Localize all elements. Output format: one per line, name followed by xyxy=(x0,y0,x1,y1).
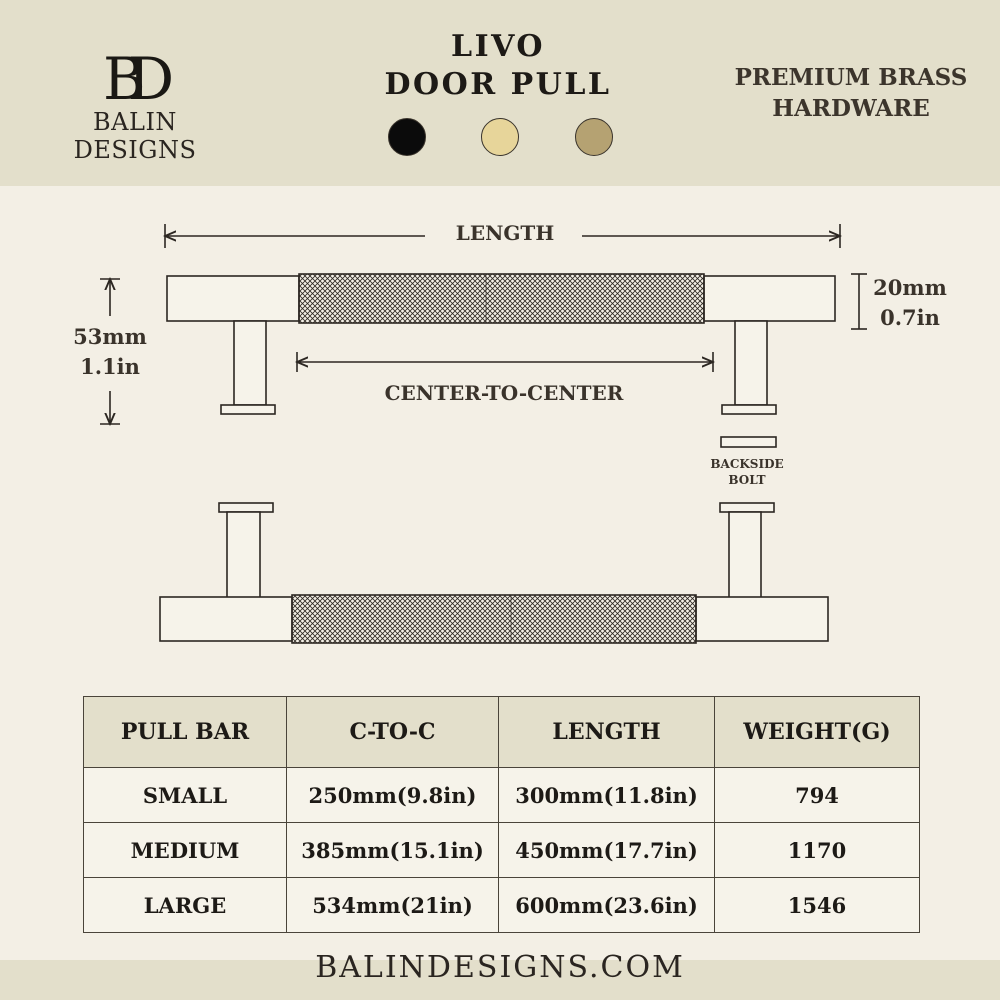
lower-end-cap-left xyxy=(159,596,293,642)
cell-size: SMALL xyxy=(83,767,287,823)
length-label: LENGTH xyxy=(456,221,554,245)
height-mm-label: 53mm xyxy=(73,324,147,349)
title-line-1: LIVO xyxy=(450,29,545,64)
lower-post-cap-left xyxy=(218,502,274,513)
cell-c-to-c: 250mm(9.8in) xyxy=(286,767,499,823)
table-row: MEDIUM 385mm(15.1in) 450mm(17.7in) 1170 xyxy=(83,822,920,878)
header-pull-bar: PULL BAR xyxy=(83,696,287,768)
cell-weight: 1546 xyxy=(714,877,920,933)
post-right xyxy=(734,320,768,406)
pull-side-view xyxy=(166,273,836,415)
tagline-line-2: HARDWARE xyxy=(772,95,930,122)
header-c-to-c: C-TO-C xyxy=(286,696,499,768)
lower-post-cap-right xyxy=(719,502,775,513)
table-row: LARGE 534mm(21in) 600mm(23.6in) 1546 xyxy=(83,877,920,933)
title-line-2: DOOR PULL xyxy=(384,67,612,102)
cell-length: 600mm(23.6in) xyxy=(498,877,715,933)
brand-name: BALIN DESIGNS xyxy=(73,108,197,164)
table-row: SMALL 250mm(9.8in) 300mm(11.8in) 794 xyxy=(83,767,920,823)
end-cap-right xyxy=(703,275,836,322)
cell-length: 450mm(17.7in) xyxy=(498,822,715,878)
cell-weight: 794 xyxy=(714,767,920,823)
knurled-grip xyxy=(298,273,705,324)
finish-swatch-black[interactable] xyxy=(388,118,426,156)
tagline: PREMIUM BRASS HARDWARE xyxy=(720,62,982,124)
thickness-in-label: 0.7in xyxy=(880,305,940,330)
backside-bolt-label-2: BOLT xyxy=(728,473,765,487)
backside-bolt xyxy=(720,436,777,448)
cell-weight: 1170 xyxy=(714,822,920,878)
table-header-row: PULL BAR C-TO-C LENGTH WEIGHT(G) xyxy=(83,696,920,768)
thickness-mm-label: 20mm xyxy=(873,275,947,300)
post-base-left xyxy=(220,404,276,415)
lower-post-left xyxy=(226,511,261,599)
size-spec-table: PULL BAR C-TO-C LENGTH WEIGHT(G) SMALL 2… xyxy=(83,696,920,933)
cell-size: LARGE xyxy=(83,877,287,933)
product-title: LIVO DOOR PULL xyxy=(360,28,636,104)
lower-knurled-grip xyxy=(291,594,697,644)
tagline-line-1: PREMIUM BRASS xyxy=(734,64,968,91)
backside-bolt-label-1: BACKSIDE xyxy=(710,457,783,471)
center-to-center-label: CENTER-TO-CENTER xyxy=(385,381,624,405)
header-weight: WEIGHT(G) xyxy=(714,696,920,768)
website-url[interactable]: BALINDESIGNS.COM xyxy=(315,950,685,985)
pull-front-view xyxy=(159,502,829,644)
finish-swatch-gold[interactable] xyxy=(481,118,519,156)
brand-monogram: BD xyxy=(103,45,174,113)
height-in-label: 1.1in xyxy=(80,354,140,379)
post-base-right xyxy=(721,404,777,415)
cell-size: MEDIUM xyxy=(83,822,287,878)
header-length: LENGTH xyxy=(498,696,715,768)
cell-c-to-c: 385mm(15.1in) xyxy=(286,822,499,878)
end-cap-left xyxy=(166,275,300,322)
cell-length: 300mm(11.8in) xyxy=(498,767,715,823)
cell-c-to-c: 534mm(21in) xyxy=(286,877,499,933)
footer-band xyxy=(0,960,1000,1000)
finish-swatch-bronze[interactable] xyxy=(575,118,613,156)
dimension-diagram: LENGTH CENTER-TO-CENTER 53mm 1.1in 20mm … xyxy=(73,221,947,644)
lower-post-right xyxy=(728,511,762,599)
lower-end-cap-right xyxy=(695,596,829,642)
post-left xyxy=(233,320,267,406)
